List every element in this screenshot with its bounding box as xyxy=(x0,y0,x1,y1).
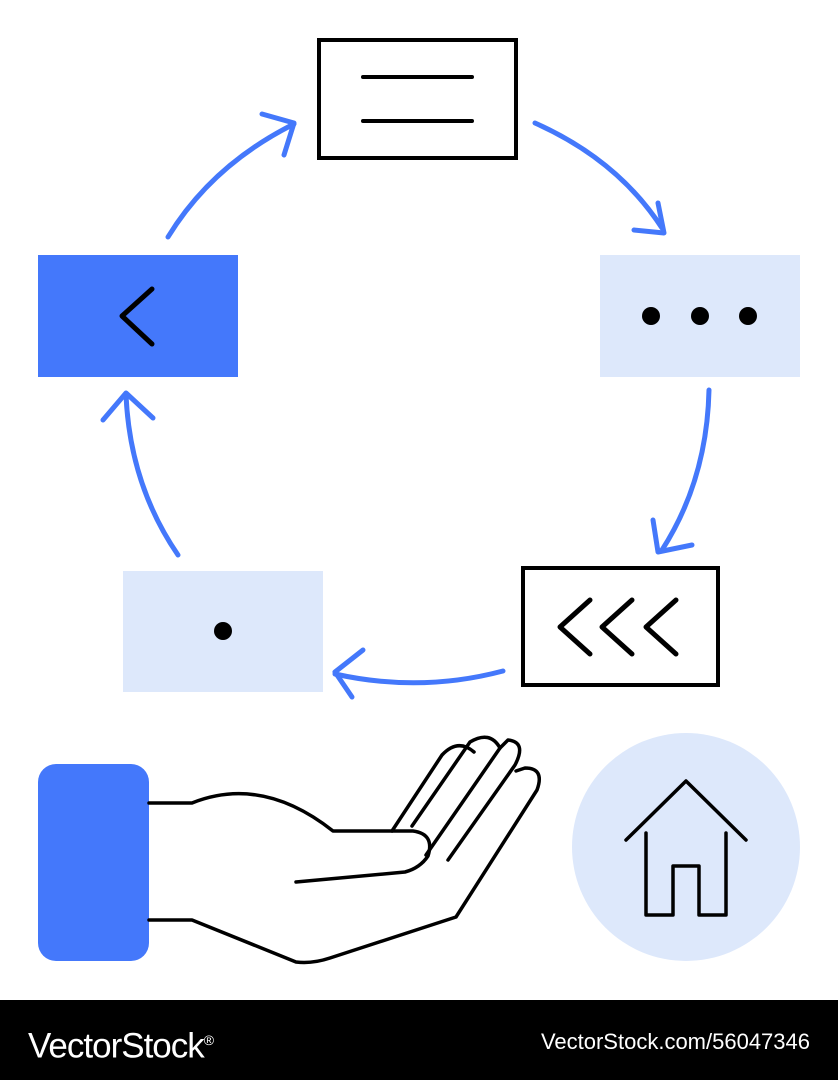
home-badge xyxy=(572,733,800,961)
node-rewind xyxy=(521,566,720,687)
open-hand-icon xyxy=(38,735,541,965)
single-dot-icon xyxy=(214,622,232,640)
node-dot xyxy=(123,571,323,692)
stock-id: VectorStock.com/56047346 xyxy=(540,1029,810,1054)
brand-logo: VectorStock® xyxy=(28,1018,214,1069)
brand-name: VectorStock xyxy=(28,1026,205,1066)
home-icon xyxy=(624,779,748,917)
arrow-dot-to-back xyxy=(100,390,181,558)
node-back xyxy=(38,255,238,377)
arrow-rewind-to-dot xyxy=(332,647,506,700)
more-dots-icon xyxy=(642,307,757,325)
arrow-menu-to-more xyxy=(532,120,667,236)
arrow-back-to-menu xyxy=(165,111,297,240)
cycle-diagram: .ink { stroke: #000; fill: none; stroke-… xyxy=(38,38,800,965)
node-more xyxy=(600,255,800,377)
watermark-footer: VectorStock® VectorStock.com/56047346 xyxy=(0,1000,838,1080)
arrow-more-to-rewind xyxy=(650,387,712,555)
registered-mark: ® xyxy=(203,1032,214,1048)
node-menu xyxy=(317,38,518,160)
triple-chevron-left-icon xyxy=(557,597,679,657)
menu-lines-icon xyxy=(361,75,474,123)
chevron-left-icon xyxy=(119,286,155,347)
